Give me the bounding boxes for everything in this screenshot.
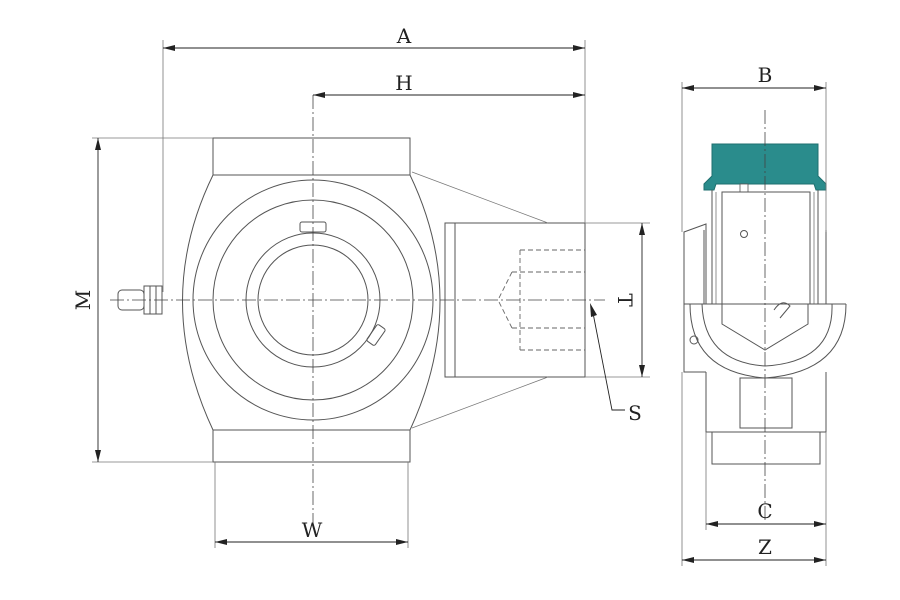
label-w: W	[302, 518, 323, 542]
side-dimensions: B C Z	[681, 63, 827, 566]
base-pad	[711, 431, 821, 465]
label-s: S	[628, 401, 642, 425]
label-h: H	[395, 71, 412, 95]
side-view	[683, 110, 847, 520]
housing-side	[683, 223, 707, 305]
rib-bottom	[411, 376, 549, 429]
label-t: T	[613, 293, 637, 307]
rib-top	[411, 171, 549, 224]
set-screw-right	[366, 324, 386, 346]
label-b: B	[758, 63, 773, 87]
label-z: Z	[758, 535, 772, 559]
housing-outline	[182, 174, 441, 431]
housing-top-pad	[212, 137, 411, 175]
housing-bottom-pad	[212, 430, 411, 463]
label-c: C	[757, 499, 772, 523]
front-view	[110, 95, 605, 525]
seal-v	[721, 304, 809, 351]
front-dimensions: A H M T S W	[71, 24, 650, 548]
label-a: A	[396, 24, 412, 48]
label-m: M	[71, 290, 95, 310]
inner-ring-side	[721, 191, 811, 305]
leader-s	[592, 312, 625, 411]
